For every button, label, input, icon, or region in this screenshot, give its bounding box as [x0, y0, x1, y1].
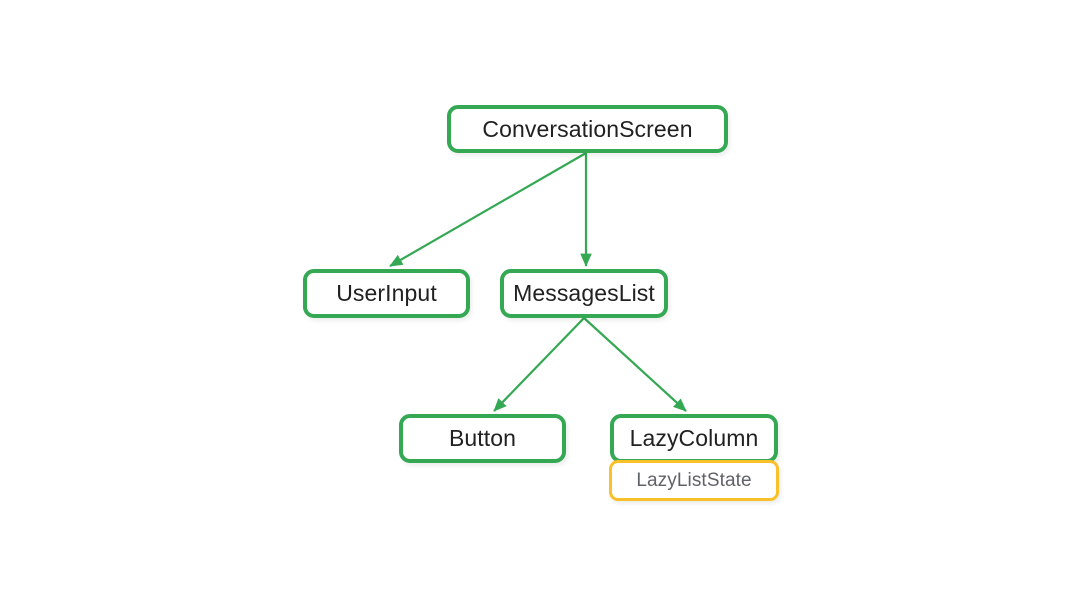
- node-button[interactable]: Button: [399, 414, 566, 463]
- node-label-messages-list: MessagesList: [513, 280, 655, 306]
- node-lazy-column[interactable]: LazyColumn: [610, 414, 778, 463]
- node-label-conversation-screen: ConversationScreen: [482, 115, 693, 142]
- node-label-button: Button: [448, 425, 517, 451]
- edge-messageslist-to-button: [493, 317, 585, 412]
- node-user-input[interactable]: UserInput: [303, 269, 470, 318]
- node-label-user-input: UserInput: [336, 280, 437, 306]
- edge-messageslist-to-lazycolumn: [583, 317, 687, 412]
- node-conversation-screen[interactable]: ConversationScreen: [447, 105, 728, 153]
- node-label-lazy-list-state: LazyListState: [636, 470, 752, 491]
- node-messages-list[interactable]: MessagesList: [500, 269, 668, 318]
- node-lazy-list-state[interactable]: LazyListState: [609, 460, 779, 501]
- edge-conversation-to-userinput: [389, 152, 587, 267]
- node-label-lazy-column: LazyColumn: [629, 425, 759, 451]
